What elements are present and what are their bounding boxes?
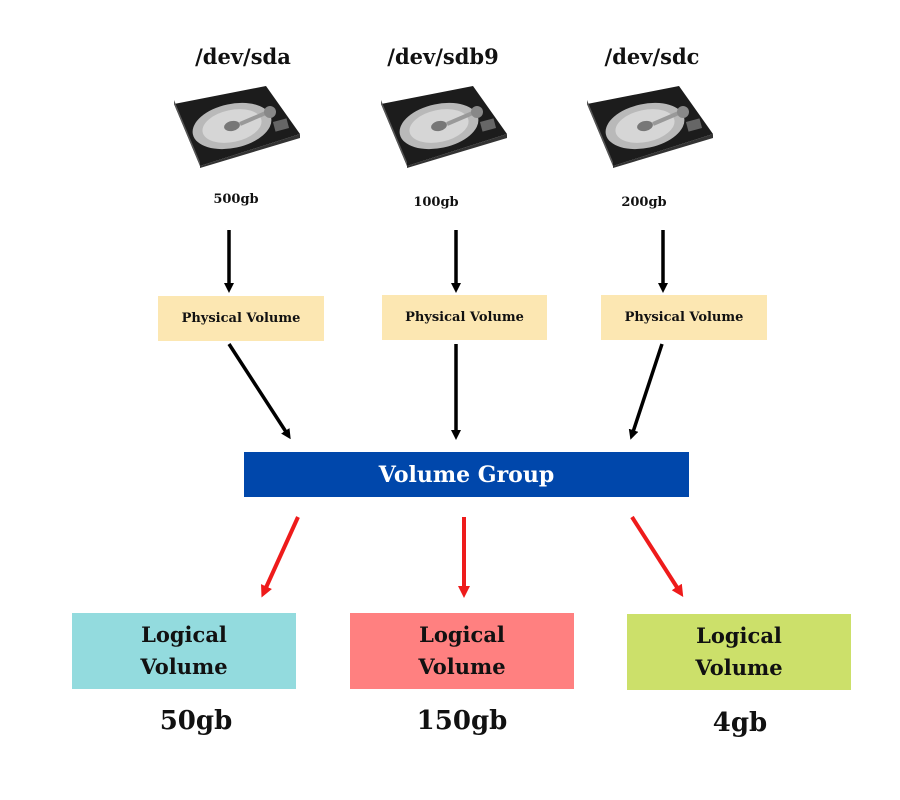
physical-volume-box-1: Physical Volume bbox=[158, 296, 324, 341]
physical-volume-box-2: Physical Volume bbox=[382, 295, 547, 340]
logical-volume-box-1: Logical Volume bbox=[72, 613, 296, 689]
arrow-pv-to-vg-1 bbox=[227, 343, 291, 440]
logical-volume-size-2: 150gb bbox=[416, 706, 508, 736]
arrow-pv-to-vg-3 bbox=[628, 343, 664, 440]
volume-group-box: Volume Group bbox=[244, 452, 689, 497]
logical-volume-size-3: 4gb bbox=[712, 708, 768, 738]
hard-drive-icon bbox=[174, 86, 300, 168]
logical-volume-line1: Logical bbox=[141, 622, 227, 647]
logical-volume-line2: Volume bbox=[418, 654, 506, 679]
physical-volume-box-3: Physical Volume bbox=[601, 295, 767, 340]
logical-volume-line2: Volume bbox=[140, 654, 228, 679]
hard-drive-icon bbox=[587, 86, 713, 168]
logical-volume-line1: Logical bbox=[419, 622, 505, 647]
arrow-vg-to-lv-1 bbox=[261, 516, 300, 598]
disk-size-sdc: 200gb bbox=[621, 195, 667, 210]
disk-label-sdb9: /dev/sdb9 bbox=[387, 44, 499, 69]
hard-drive-icon bbox=[381, 86, 507, 168]
logical-volume-size-1: 50gb bbox=[159, 706, 233, 736]
disk-size-sdb9: 100gb bbox=[413, 195, 459, 210]
disk-label-sda: /dev/sda bbox=[195, 44, 291, 69]
disk-label-sdc: /dev/sdc bbox=[604, 44, 700, 69]
logical-volume-line2: Volume bbox=[695, 655, 783, 680]
logical-volume-line1: Logical bbox=[696, 623, 782, 648]
arrow-vg-to-lv-3 bbox=[630, 515, 684, 598]
disk-size-sda: 500gb bbox=[213, 192, 259, 207]
logical-volume-box-2: Logical Volume bbox=[350, 613, 574, 689]
logical-volume-box-3: Logical Volume bbox=[627, 614, 851, 690]
